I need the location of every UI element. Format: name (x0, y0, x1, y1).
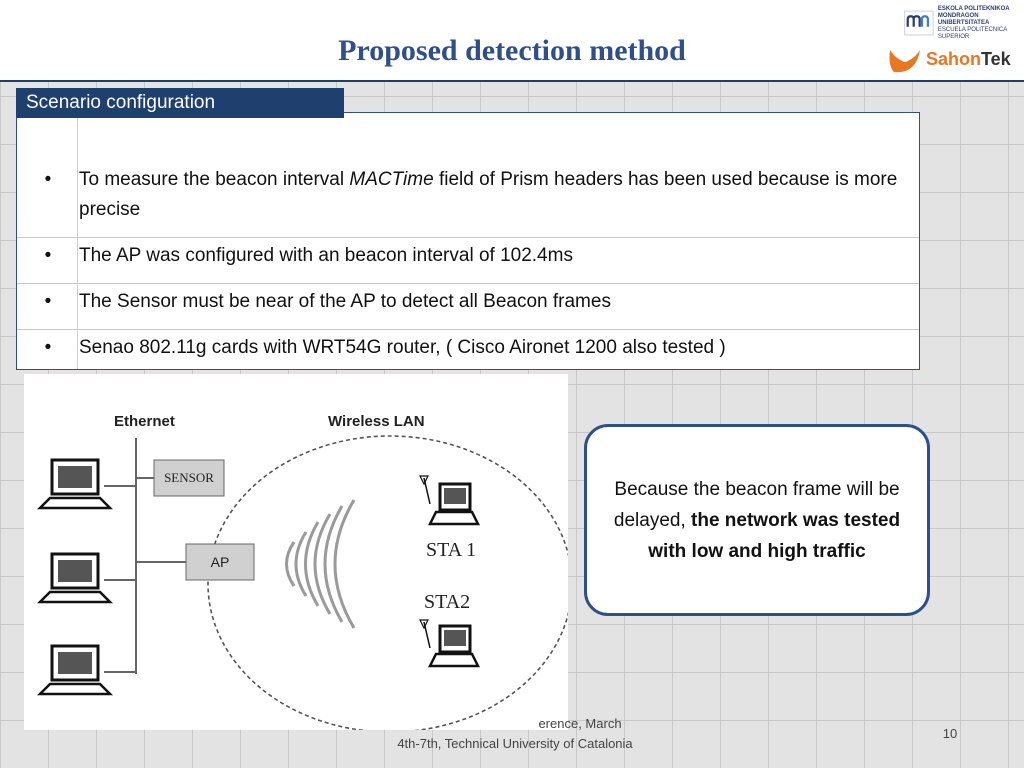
sahontek-text-1: Sahon (926, 48, 982, 69)
ap-label: AP (211, 554, 230, 570)
bullet-1-emphasis: MACTime (349, 169, 434, 190)
ap-box (185, 543, 255, 581)
sta1-laptop-icon (419, 475, 481, 526)
footer-line-1: erence, March (538, 716, 622, 731)
sahontek-text-2: Tek (981, 48, 1011, 69)
pc-icon (36, 458, 114, 510)
bullet-item-2: • The AP was configured with an beacon i… (17, 241, 917, 271)
network-diagram-svg: Ethernet Wireless LAN SENSOR AP (36, 413, 573, 733)
bullet-2-text: The AP was configured with an beacon int… (79, 245, 573, 266)
slide-title: Proposed detection method (338, 34, 686, 67)
mondragon-logo-icon (904, 6, 934, 40)
wireless-lan-boundary (207, 435, 573, 733)
footer-line-2: 4th-7th, Technical University of Catalon… (397, 736, 633, 751)
row-divider (17, 237, 919, 238)
page-number: 10 (942, 726, 958, 741)
sensor-label: SENSOR (164, 470, 214, 485)
radio-waves-icon (285, 499, 356, 629)
pc-icon (36, 644, 114, 696)
bullet-item-1: • To measure the beacon interval MACTime… (17, 165, 917, 225)
ethernet-label: Ethernet (114, 413, 175, 430)
callout-bold-text: the network was tested with low and high… (648, 509, 901, 562)
mondragon-text-1: ESKOLA POLITEKNIKOA (937, 5, 1010, 12)
network-diagram: Ethernet Wireless LAN SENSOR AP (24, 374, 573, 733)
callout-text: Because the beacon frame will be delayed… (613, 478, 900, 531)
bullet-item-3: • The Sensor must be near of the AP to d… (17, 287, 917, 317)
row-divider (17, 283, 919, 284)
sta2-laptop-icon (419, 619, 481, 668)
bullet-symbol: • (44, 291, 52, 312)
sta2-label: STA2 (424, 591, 470, 613)
sahontek-logo-icon (889, 50, 920, 73)
bullet-symbol: • (44, 169, 52, 190)
bullet-symbol: • (44, 337, 52, 358)
section-tab: Scenario configuration (16, 88, 344, 118)
bullet-1-text-a: To measure the beacon interval (79, 169, 350, 190)
column-divider (77, 113, 78, 369)
footer-text: erence, March 4th-7th, Technical Univers… (360, 714, 670, 754)
pc-icon (36, 552, 114, 604)
slide-header: Proposed detection method ESKOLA POLITEK… (0, 0, 1024, 82)
wireless-lan-label: Wireless LAN (328, 413, 425, 430)
bullet-4-text: Senao 802.11g cards with WRT54G router, … (79, 337, 726, 358)
bullet-3-text: The Sensor must be near of the AP to det… (79, 291, 611, 312)
bullet-item-4: • Senao 802.11g cards with WRT54G router… (17, 333, 917, 363)
mondragon-text-3: ESCUELA POLITECNICA SUPERIOR (937, 26, 1007, 40)
bullet-1-text-b: field of Prism headers has been used bec… (79, 169, 898, 220)
bullet-panel: • To measure the beacon interval MACTime… (16, 112, 920, 370)
sahontek-logo: SahonTek (888, 42, 1018, 76)
mondragon-logo: ESKOLA POLITEKNIKOA MONDRAGON UNIBERTSIT… (904, 6, 1014, 40)
sta1-label: STA 1 (426, 539, 476, 561)
bullet-symbol: • (44, 245, 52, 266)
callout-box: Because the beacon frame will be delayed… (584, 424, 930, 616)
sensor-box (153, 459, 225, 497)
mondragon-text-2: MONDRAGON UNIBERTSITATEA (937, 12, 990, 26)
row-divider (17, 329, 919, 330)
